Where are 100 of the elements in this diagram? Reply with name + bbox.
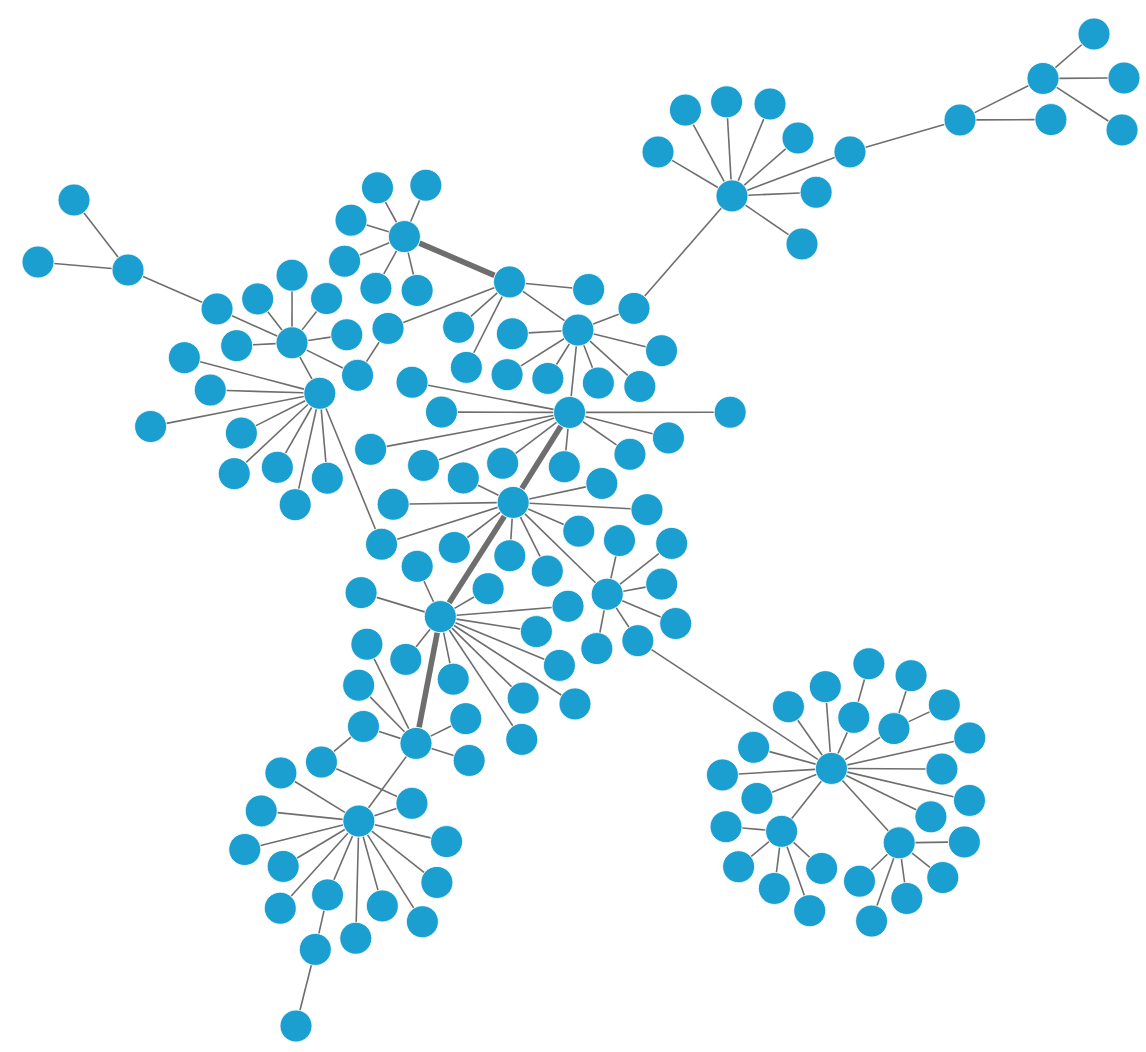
connection-line bbox=[418, 240, 496, 278]
network-node bbox=[1034, 103, 1068, 136]
network-node bbox=[452, 744, 486, 777]
network-node bbox=[558, 687, 592, 721]
connection-line bbox=[747, 192, 801, 196]
network-node bbox=[947, 825, 981, 859]
connection-line bbox=[333, 736, 352, 753]
connection-line bbox=[318, 910, 325, 935]
network-node bbox=[585, 467, 619, 500]
network-node bbox=[264, 756, 298, 790]
network-node bbox=[241, 282, 275, 316]
network-node bbox=[493, 265, 526, 299]
connection-line bbox=[472, 295, 503, 354]
connection-line bbox=[846, 740, 955, 766]
network-node bbox=[437, 531, 471, 564]
connection-line bbox=[453, 624, 562, 696]
network-node bbox=[350, 627, 384, 661]
connection-line bbox=[585, 411, 715, 414]
network-node bbox=[341, 358, 374, 392]
network-node bbox=[713, 395, 747, 429]
connection-line bbox=[791, 780, 823, 820]
network-node bbox=[645, 567, 679, 601]
connection-line bbox=[692, 123, 725, 183]
network-node bbox=[925, 752, 959, 786]
connection-line bbox=[857, 678, 866, 703]
connection-line bbox=[519, 516, 541, 558]
connection-line bbox=[299, 356, 313, 380]
connection-line bbox=[650, 648, 819, 761]
network-node bbox=[328, 244, 361, 278]
connection-line bbox=[297, 408, 318, 490]
network-node bbox=[805, 852, 839, 885]
connection-line bbox=[199, 361, 305, 390]
network-node bbox=[310, 461, 344, 495]
connection-line bbox=[362, 836, 379, 891]
connection-line bbox=[383, 250, 398, 275]
network-node bbox=[21, 245, 55, 279]
connection-line bbox=[737, 118, 765, 182]
network-node bbox=[263, 891, 297, 925]
network-node bbox=[815, 752, 848, 785]
connection-line bbox=[259, 824, 344, 847]
network-node bbox=[279, 1009, 313, 1043]
network-node bbox=[389, 643, 423, 676]
connection-line bbox=[378, 730, 402, 740]
connection-line bbox=[454, 622, 546, 660]
network-node bbox=[305, 745, 338, 779]
network-node bbox=[772, 690, 805, 724]
network-node bbox=[388, 220, 421, 253]
network-node bbox=[706, 758, 739, 792]
connection-line bbox=[643, 207, 722, 297]
connection-line bbox=[320, 408, 327, 463]
connection-line bbox=[438, 417, 555, 461]
connection-line bbox=[975, 118, 1036, 121]
connection-line bbox=[165, 395, 305, 425]
network-node bbox=[914, 800, 948, 834]
network-node bbox=[111, 253, 145, 287]
network-node bbox=[882, 826, 916, 860]
connection-line bbox=[385, 414, 555, 448]
connection-line bbox=[528, 502, 632, 510]
network-node bbox=[409, 168, 443, 202]
connection-line bbox=[409, 199, 421, 223]
network-node bbox=[877, 712, 911, 745]
network-node bbox=[531, 362, 565, 395]
connection-line bbox=[358, 242, 391, 256]
network-node bbox=[505, 723, 539, 756]
connection-line bbox=[592, 313, 620, 325]
network-node bbox=[530, 554, 564, 588]
connection-line bbox=[744, 204, 790, 236]
network-node bbox=[228, 833, 262, 866]
network-node bbox=[354, 432, 387, 466]
connection-line bbox=[726, 117, 732, 181]
network-node bbox=[758, 872, 791, 905]
network-node bbox=[506, 681, 540, 715]
network-node bbox=[890, 882, 924, 915]
connection-line bbox=[335, 768, 398, 798]
network-node bbox=[630, 493, 664, 527]
network-node bbox=[303, 376, 337, 410]
network-node bbox=[371, 312, 405, 345]
connection-line bbox=[402, 286, 495, 324]
connection-line bbox=[369, 696, 406, 733]
network-node bbox=[430, 825, 463, 858]
network-node bbox=[436, 662, 470, 696]
network-node bbox=[561, 313, 595, 347]
network-node bbox=[781, 121, 815, 155]
connection-line bbox=[911, 852, 931, 869]
connection-line bbox=[864, 123, 946, 149]
connection-line bbox=[845, 774, 917, 811]
connection-line bbox=[284, 406, 313, 454]
network-node bbox=[722, 850, 755, 884]
network-node bbox=[365, 889, 399, 923]
connection-line bbox=[786, 845, 806, 897]
network-node bbox=[520, 615, 553, 648]
network-node bbox=[495, 317, 529, 351]
connection-line bbox=[446, 514, 507, 605]
connection-line bbox=[429, 725, 452, 737]
connection-line bbox=[477, 484, 500, 496]
connection-line bbox=[584, 415, 654, 435]
network-node bbox=[953, 721, 987, 755]
connection-line bbox=[510, 518, 513, 541]
network-node bbox=[645, 334, 678, 368]
connection-line bbox=[225, 389, 305, 394]
